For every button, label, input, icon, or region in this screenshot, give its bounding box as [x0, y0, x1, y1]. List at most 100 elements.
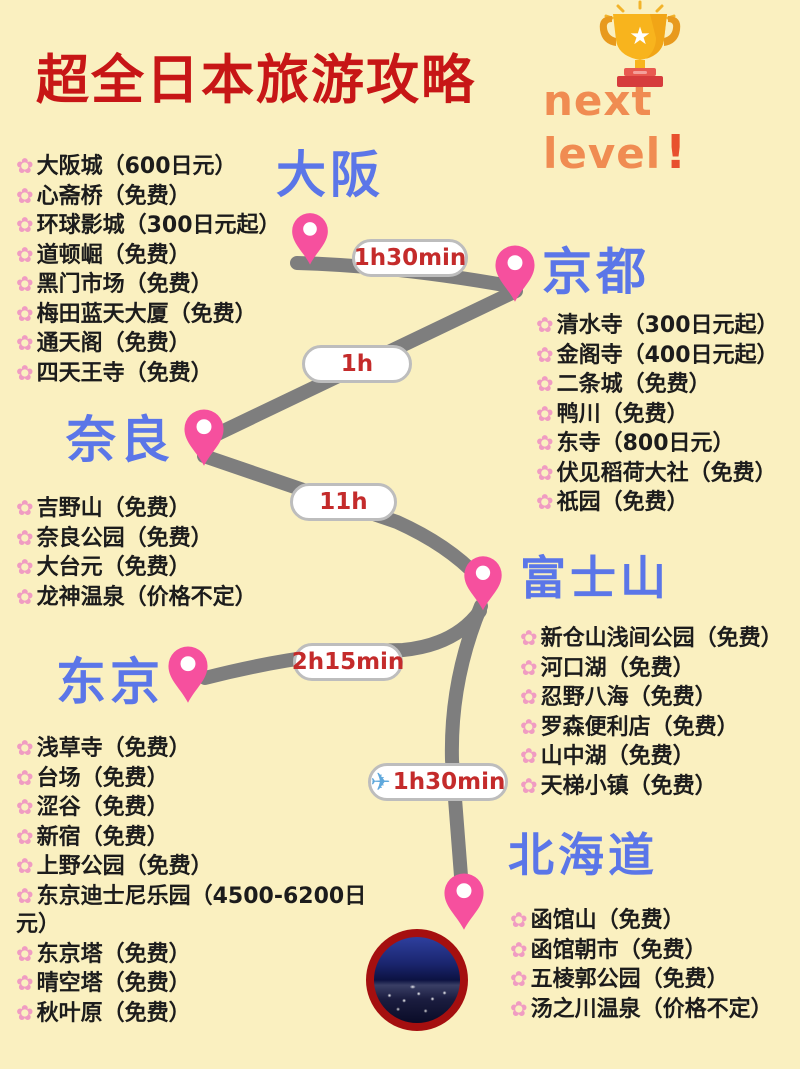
attraction-item: ✿鸭川（免费） [536, 400, 796, 430]
subtitle-text: next level [543, 76, 662, 178]
attraction-item: ✿梅田蓝天大厦（免费） [16, 300, 346, 330]
attraction-label: 心斋桥（免费） [36, 183, 191, 209]
flower-icon: ✿ [16, 331, 34, 355]
attraction-label: 金阁寺（400日元起） [556, 342, 779, 368]
attraction-label: 祇园（免费） [556, 490, 689, 515]
flower-icon: ✿ [520, 744, 538, 768]
attraction-label: 新宿（免费） [36, 824, 169, 850]
attraction-label: 涩谷（免费） [36, 795, 169, 820]
duration-label: 11h [319, 489, 368, 515]
attraction-item: ✿山中湖（免费） [520, 742, 796, 772]
night-view-photo [366, 929, 468, 1031]
flower-icon: ✿ [520, 626, 538, 650]
flower-icon: ✿ [536, 490, 554, 514]
attraction-item: ✿函馆朝市（免费） [510, 936, 796, 966]
flower-icon: ✿ [16, 883, 34, 908]
attraction-label: 函馆山（免费） [530, 908, 685, 933]
map-pin-nara [184, 409, 224, 466]
subtitle: next level! [543, 76, 800, 179]
flower-icon: ✿ [520, 685, 538, 709]
flower-icon: ✿ [16, 824, 34, 849]
flower-icon: ✿ [510, 937, 528, 962]
attraction-label: 浅草寺（免费） [36, 736, 191, 761]
flower-icon: ✿ [520, 714, 538, 739]
attraction-item: ✿大阪城（600日元） [16, 152, 346, 182]
attraction-item: ✿上野公园（免费） [16, 852, 392, 882]
attraction-label: 梅田蓝天大厦（免费） [36, 301, 257, 327]
flower-icon: ✿ [16, 795, 34, 819]
attraction-label: 东京塔（免费） [36, 941, 191, 967]
flower-icon: ✿ [16, 525, 34, 550]
attraction-label: 鸭川（免费） [556, 401, 689, 427]
flower-icon: ✿ [16, 736, 34, 760]
attraction-item: ✿东京迪士尼乐园（4500-6200日元） [16, 882, 392, 940]
duration-label: 1h [340, 351, 374, 377]
attraction-item: ✿黑门市场（免费） [16, 270, 346, 300]
flower-icon: ✿ [16, 154, 34, 178]
attraction-label: 奈良公园（免费） [36, 525, 213, 551]
flower-icon: ✿ [510, 908, 528, 932]
duration-badge-nara-fuji: 11h [290, 483, 397, 521]
duration-badge-tokyo-fuji: 2h15min [291, 643, 405, 681]
flower-icon: ✿ [16, 941, 34, 966]
city-label-hokkaido: 北海道 [508, 828, 658, 882]
attraction-label: 忍野八海（免费） [540, 685, 717, 710]
attraction-item: ✿新宿（免费） [16, 823, 392, 853]
flower-icon: ✿ [16, 854, 34, 878]
attraction-item: ✿奈良公园（免费） [16, 524, 346, 554]
flower-icon: ✿ [520, 773, 538, 798]
trophy-icon: ★ [599, 0, 681, 87]
flower-icon: ✿ [16, 301, 34, 326]
attraction-label: 山中湖（免费） [540, 744, 695, 769]
attraction-item: ✿通天阁（免费） [16, 329, 346, 359]
attraction-item: ✿东寺（800日元） [536, 429, 796, 459]
page-title: 超全日本旅游攻略 [36, 50, 476, 111]
attraction-item: ✿忍野八海（免费） [520, 683, 796, 713]
attraction-label: 大阪城（600日元） [36, 154, 237, 179]
attraction-item: ✿金阁寺（400日元起） [536, 341, 796, 371]
flower-icon: ✿ [536, 431, 554, 455]
map-pin-tokyo [168, 646, 208, 703]
attraction-item: ✿五棱郭公园（免费） [510, 965, 796, 995]
attraction-item: ✿新仓山浅间公园（免费） [520, 624, 796, 654]
star-icon: ★ [629, 22, 651, 50]
attraction-item: ✿大台元（免费） [16, 553, 346, 583]
attraction-label: 环球影城（300日元起） [36, 213, 281, 238]
attraction-item: ✿晴空塔（免费） [16, 969, 392, 999]
nara-attraction-list: ✿吉野山（免费）✿奈良公园（免费）✿大台元（免费）✿龙神温泉（价格不定） [16, 494, 346, 612]
attraction-label: 上野公园（免费） [36, 854, 213, 879]
flower-icon: ✿ [536, 401, 554, 426]
attraction-item: ✿台场（免费） [16, 764, 392, 794]
route-lines [197, 256, 523, 883]
duration-badge-osaka-kyoto: 1h30min [352, 239, 468, 277]
map-pin-osaka [292, 213, 328, 265]
attraction-item: ✿祇园（免费） [536, 488, 796, 518]
flower-icon: ✿ [16, 765, 34, 790]
map-pins [168, 213, 535, 930]
route-fuji-hokkaido [444, 599, 488, 883]
map-pin-fuji [464, 556, 502, 611]
attraction-label: 五棱郭公园（免费） [530, 967, 729, 992]
flower-icon: ✿ [16, 1000, 34, 1025]
attraction-label: 二条城（免费） [556, 372, 711, 397]
flower-icon: ✿ [16, 272, 34, 296]
attraction-item: ✿河口湖（免费） [520, 654, 796, 684]
attraction-label: 台场（免费） [36, 765, 169, 791]
attraction-item: ✿东京塔（免费） [16, 940, 392, 970]
subtitle-exclamation: ! [665, 125, 688, 179]
attraction-label: 天梯小镇（免费） [540, 773, 717, 799]
attraction-item: ✿伏见稻荷大社（免费） [536, 459, 796, 489]
duration-label: 2h15min [291, 649, 405, 675]
duration-badge-fuji-hokkaido: ✈1h30min [368, 763, 508, 801]
attraction-label: 伏见稻荷大社（免费） [556, 460, 777, 486]
plane-icon: ✈ [370, 768, 391, 796]
attraction-item: ✿二条城（免费） [536, 370, 796, 400]
attraction-item: ✿环球影城（300日元起） [16, 211, 346, 241]
flower-icon: ✿ [16, 971, 34, 995]
attraction-item: ✿秋叶原（免费） [16, 999, 392, 1029]
map-pin-hokkaido [444, 873, 484, 930]
flower-icon: ✿ [536, 460, 554, 485]
attraction-label: 东寺（800日元） [556, 431, 735, 456]
